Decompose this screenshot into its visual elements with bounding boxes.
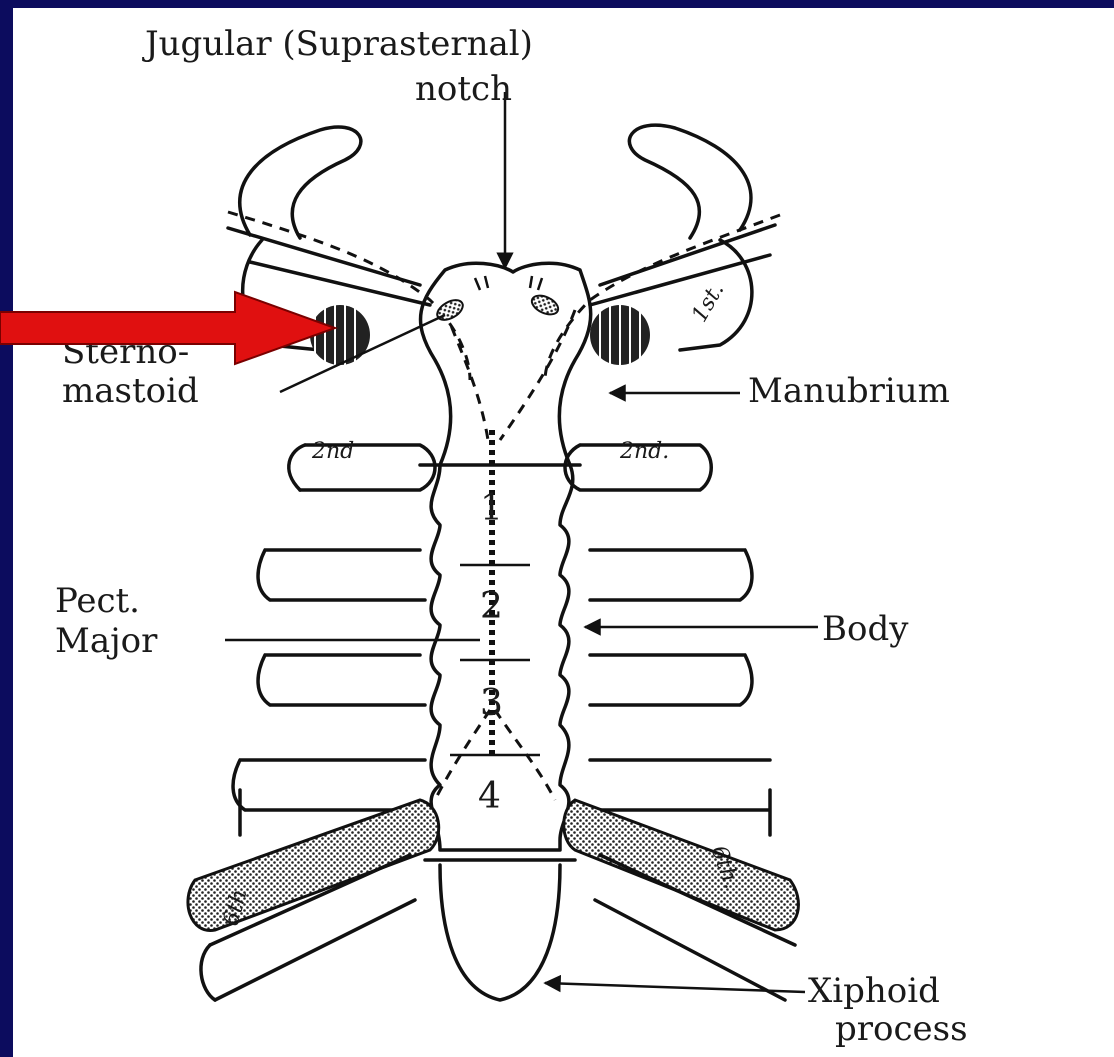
left-ribs: 2nd 6th [188, 439, 439, 1000]
label-xiphoid-line2: process [835, 1009, 968, 1049]
label-jugular-line1: Jugular (Suprasternal) [142, 24, 533, 64]
rib-label-second-right: 2nd. [619, 439, 669, 464]
segment-3: 3 [480, 683, 503, 724]
label-pect-line1: Pect. [55, 581, 140, 621]
label-sterno-line2: mastoid [62, 371, 199, 411]
rib-label-second-left: 2nd [311, 439, 354, 464]
label-manubrium: Manubrium [748, 371, 950, 411]
label-jugular-line2: notch [415, 69, 512, 109]
right-clavicle [545, 125, 780, 380]
xiphoid-leader [545, 983, 805, 992]
rib-label-first: 1st. [687, 279, 729, 327]
segment-2: 2 [480, 586, 503, 627]
right-ribs: 2nd. 6th. [564, 439, 799, 1000]
label-pect-line2: Major [55, 621, 158, 661]
segment-4: 4 [478, 776, 501, 817]
label-xiphoid-line1: Xiphoid [808, 971, 940, 1011]
label-body: Body [822, 609, 909, 649]
segment-1: 1 [480, 488, 503, 529]
sternum-outline [420, 263, 591, 1000]
